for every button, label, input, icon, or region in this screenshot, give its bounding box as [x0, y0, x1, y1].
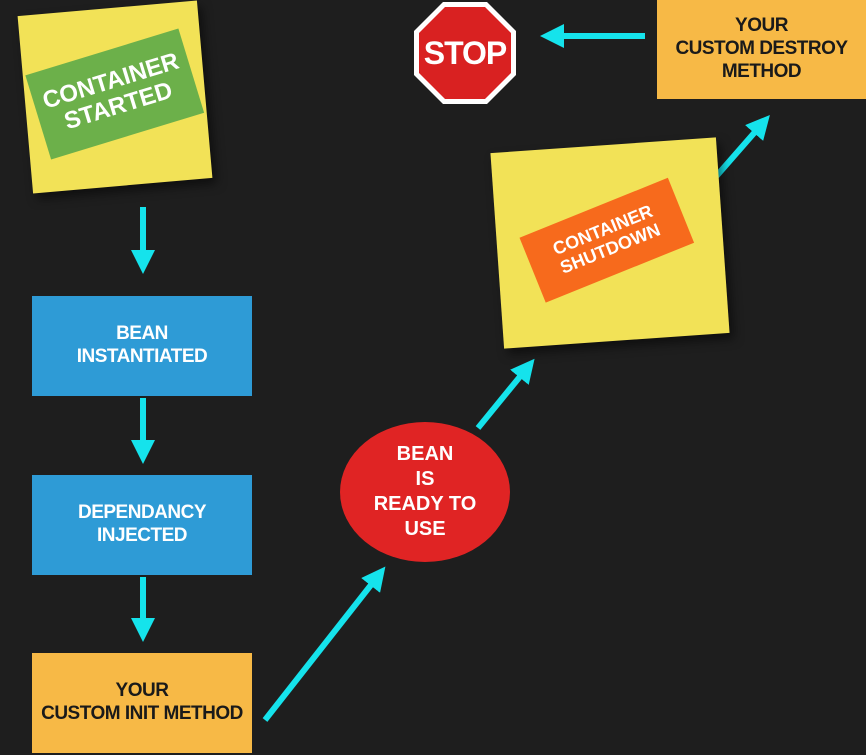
bean-ready-circle: BEAN IS READY TO USE — [340, 422, 510, 562]
container-started-label: CONTAINER STARTED — [25, 28, 205, 160]
custom-destroy-method-box: YOUR CUSTOM DESTROY METHOD — [657, 0, 866, 99]
container-shutdown-label: CONTAINER SHUTDOWN — [519, 177, 695, 303]
stop-label: STOP — [423, 34, 508, 71]
stop-sign-icon — [414, 2, 516, 104]
container-shutdown-note: CONTAINER SHUTDOWN — [490, 137, 730, 349]
custom-init-method-box: YOUR CUSTOM INIT METHOD — [32, 653, 252, 753]
container-started-note: CONTAINER STARTED — [17, 0, 213, 194]
arrow-init-to-ready — [262, 566, 386, 722]
dependency-injected-box: DEPENDANCY INJECTED — [32, 475, 252, 575]
arrow-ready-to-shutdown — [475, 358, 535, 430]
bean-instantiated-box: BEAN INSTANTIATED — [32, 296, 252, 396]
arrow-shutdown-to-destroy — [710, 114, 770, 182]
